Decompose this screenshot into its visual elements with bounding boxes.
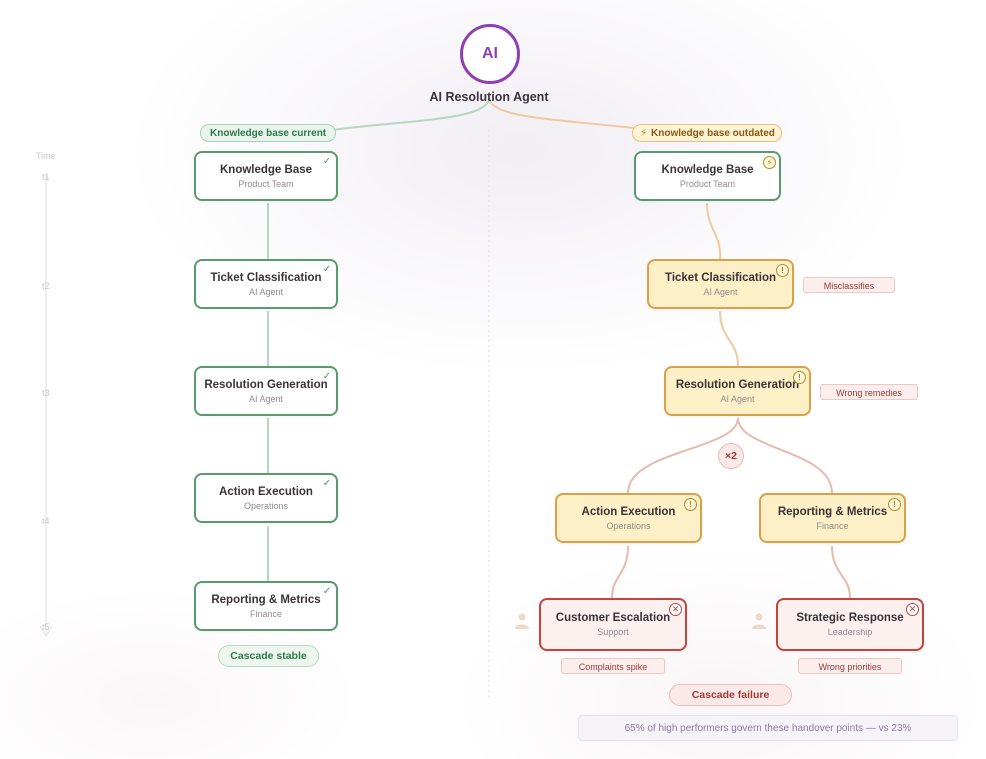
timeline-tick: t5 <box>42 622 50 632</box>
ai-agent-badge[interactable]: AI <box>460 24 520 84</box>
node-subtitle: Operations <box>606 520 651 531</box>
check-icon: ✓ <box>322 264 332 275</box>
node-subtitle: AI Agent <box>248 286 284 297</box>
multiplier-badge: ×2 <box>718 443 744 469</box>
right-node-knowledge-base[interactable]: ⚡ Knowledge Base Product Team <box>634 151 781 201</box>
warning-icon: ! <box>684 498 697 511</box>
node-subtitle: AI Agent <box>703 286 738 297</box>
node-title: Customer Escalation <box>555 612 671 624</box>
agent-title: AI Resolution Agent <box>429 90 549 104</box>
node-subtitle: Leadership <box>827 627 873 637</box>
check-icon: ✓ <box>322 156 332 167</box>
link-right-3a <box>627 417 739 494</box>
link-right-1 <box>706 202 722 260</box>
node-subtitle: Operations <box>243 500 289 511</box>
node-subtitle: Product Team <box>238 178 294 189</box>
right-node-strategic-response[interactable]: ✕ Strategic Response Leadership <box>776 598 924 651</box>
person-icon <box>752 613 766 629</box>
lightning-icon: ⚡ <box>763 156 776 169</box>
warning-icon: ! <box>776 264 789 277</box>
node-subtitle: AI Agent <box>248 393 284 404</box>
timeline-tick: t2 <box>42 281 50 291</box>
link-right-3b <box>737 417 833 494</box>
timeline-arrow-icon <box>39 625 53 637</box>
node-subtitle: Product Team <box>679 178 736 189</box>
node-subtitle: Support <box>597 627 629 637</box>
lightning-icon: ⚡ <box>640 128 648 139</box>
link-right-2 <box>719 310 739 367</box>
check-icon: ✓ <box>322 586 332 597</box>
left-node-ticket-classification[interactable]: ✓ Ticket Classification AI Agent <box>194 259 338 309</box>
timeline-label: Time <box>36 151 56 161</box>
node-title: Knowledge Base <box>219 163 313 176</box>
link-right-4b <box>831 545 851 599</box>
right-node-customer-escalation[interactable]: ✕ Customer Escalation Support <box>539 598 687 651</box>
node-title: Resolution Generation <box>204 378 328 391</box>
timeline-tick: t4 <box>42 516 50 526</box>
right-banner: ⚡ Knowledge base outdated <box>632 124 782 142</box>
issue-tag-wrong-remedies: Wrong remedies <box>820 384 918 400</box>
node-subtitle: Finance <box>249 608 283 619</box>
left-node-resolution-generation[interactable]: ✓ Resolution Generation AI Agent <box>194 366 338 416</box>
right-banner-label: Knowledge base outdated <box>651 128 775 139</box>
check-icon: ✓ <box>322 371 332 382</box>
stat-note: 65% of high performers govern these hand… <box>578 715 958 741</box>
right-node-ticket-classification[interactable]: ! Ticket Classification AI Agent <box>647 259 794 309</box>
left-node-action-execution[interactable]: ✓ Action Execution Operations <box>194 473 338 523</box>
person-icon <box>515 613 529 629</box>
node-title: Strategic Response <box>796 612 904 624</box>
warning-icon: ! <box>793 371 806 384</box>
issue-tag-complaints-spike: Complaints spike <box>561 658 665 674</box>
right-node-reporting-metrics[interactable]: ! Reporting & Metrics Finance <box>759 493 906 543</box>
warning-icon: ! <box>888 498 901 511</box>
node-title: Resolution Generation <box>675 378 800 391</box>
error-icon: ✕ <box>669 603 682 616</box>
node-title: Action Execution <box>219 485 313 498</box>
issue-tag-misclassifies: Misclassifies <box>803 277 895 293</box>
link-right-4a <box>611 545 629 599</box>
check-icon: ✓ <box>322 478 332 489</box>
issue-tag-wrong-priorities: Wrong priorities <box>798 658 902 674</box>
node-title: Action Execution <box>581 505 676 518</box>
cascade-failure-badge: Cascade failure <box>669 684 792 706</box>
node-title: Reporting & Metrics <box>777 505 888 518</box>
left-banner: Knowledge base current <box>200 124 336 142</box>
ai-badge-label: AI <box>482 45 498 62</box>
right-node-resolution-generation[interactable]: ! Resolution Generation AI Agent <box>664 366 811 416</box>
node-title: Knowledge Base <box>661 163 754 176</box>
left-node-reporting-metrics[interactable]: ✓ Reporting & Metrics Finance <box>194 581 338 631</box>
node-title: Ticket Classification <box>665 271 776 284</box>
timeline-tick: t1 <box>42 172 50 182</box>
node-title: Ticket Classification <box>210 271 322 284</box>
right-node-action-execution[interactable]: ! Action Execution Operations <box>555 493 702 543</box>
node-title: Reporting & Metrics <box>211 593 321 606</box>
left-node-knowledge-base[interactable]: ✓ Knowledge Base Product Team <box>194 151 338 201</box>
cascade-stable-badge: Cascade stable <box>218 645 319 667</box>
node-subtitle: AI Agent <box>720 393 755 404</box>
node-subtitle: Finance <box>816 520 849 531</box>
error-icon: ✕ <box>906 603 919 616</box>
timeline-tick: t3 <box>42 388 50 398</box>
